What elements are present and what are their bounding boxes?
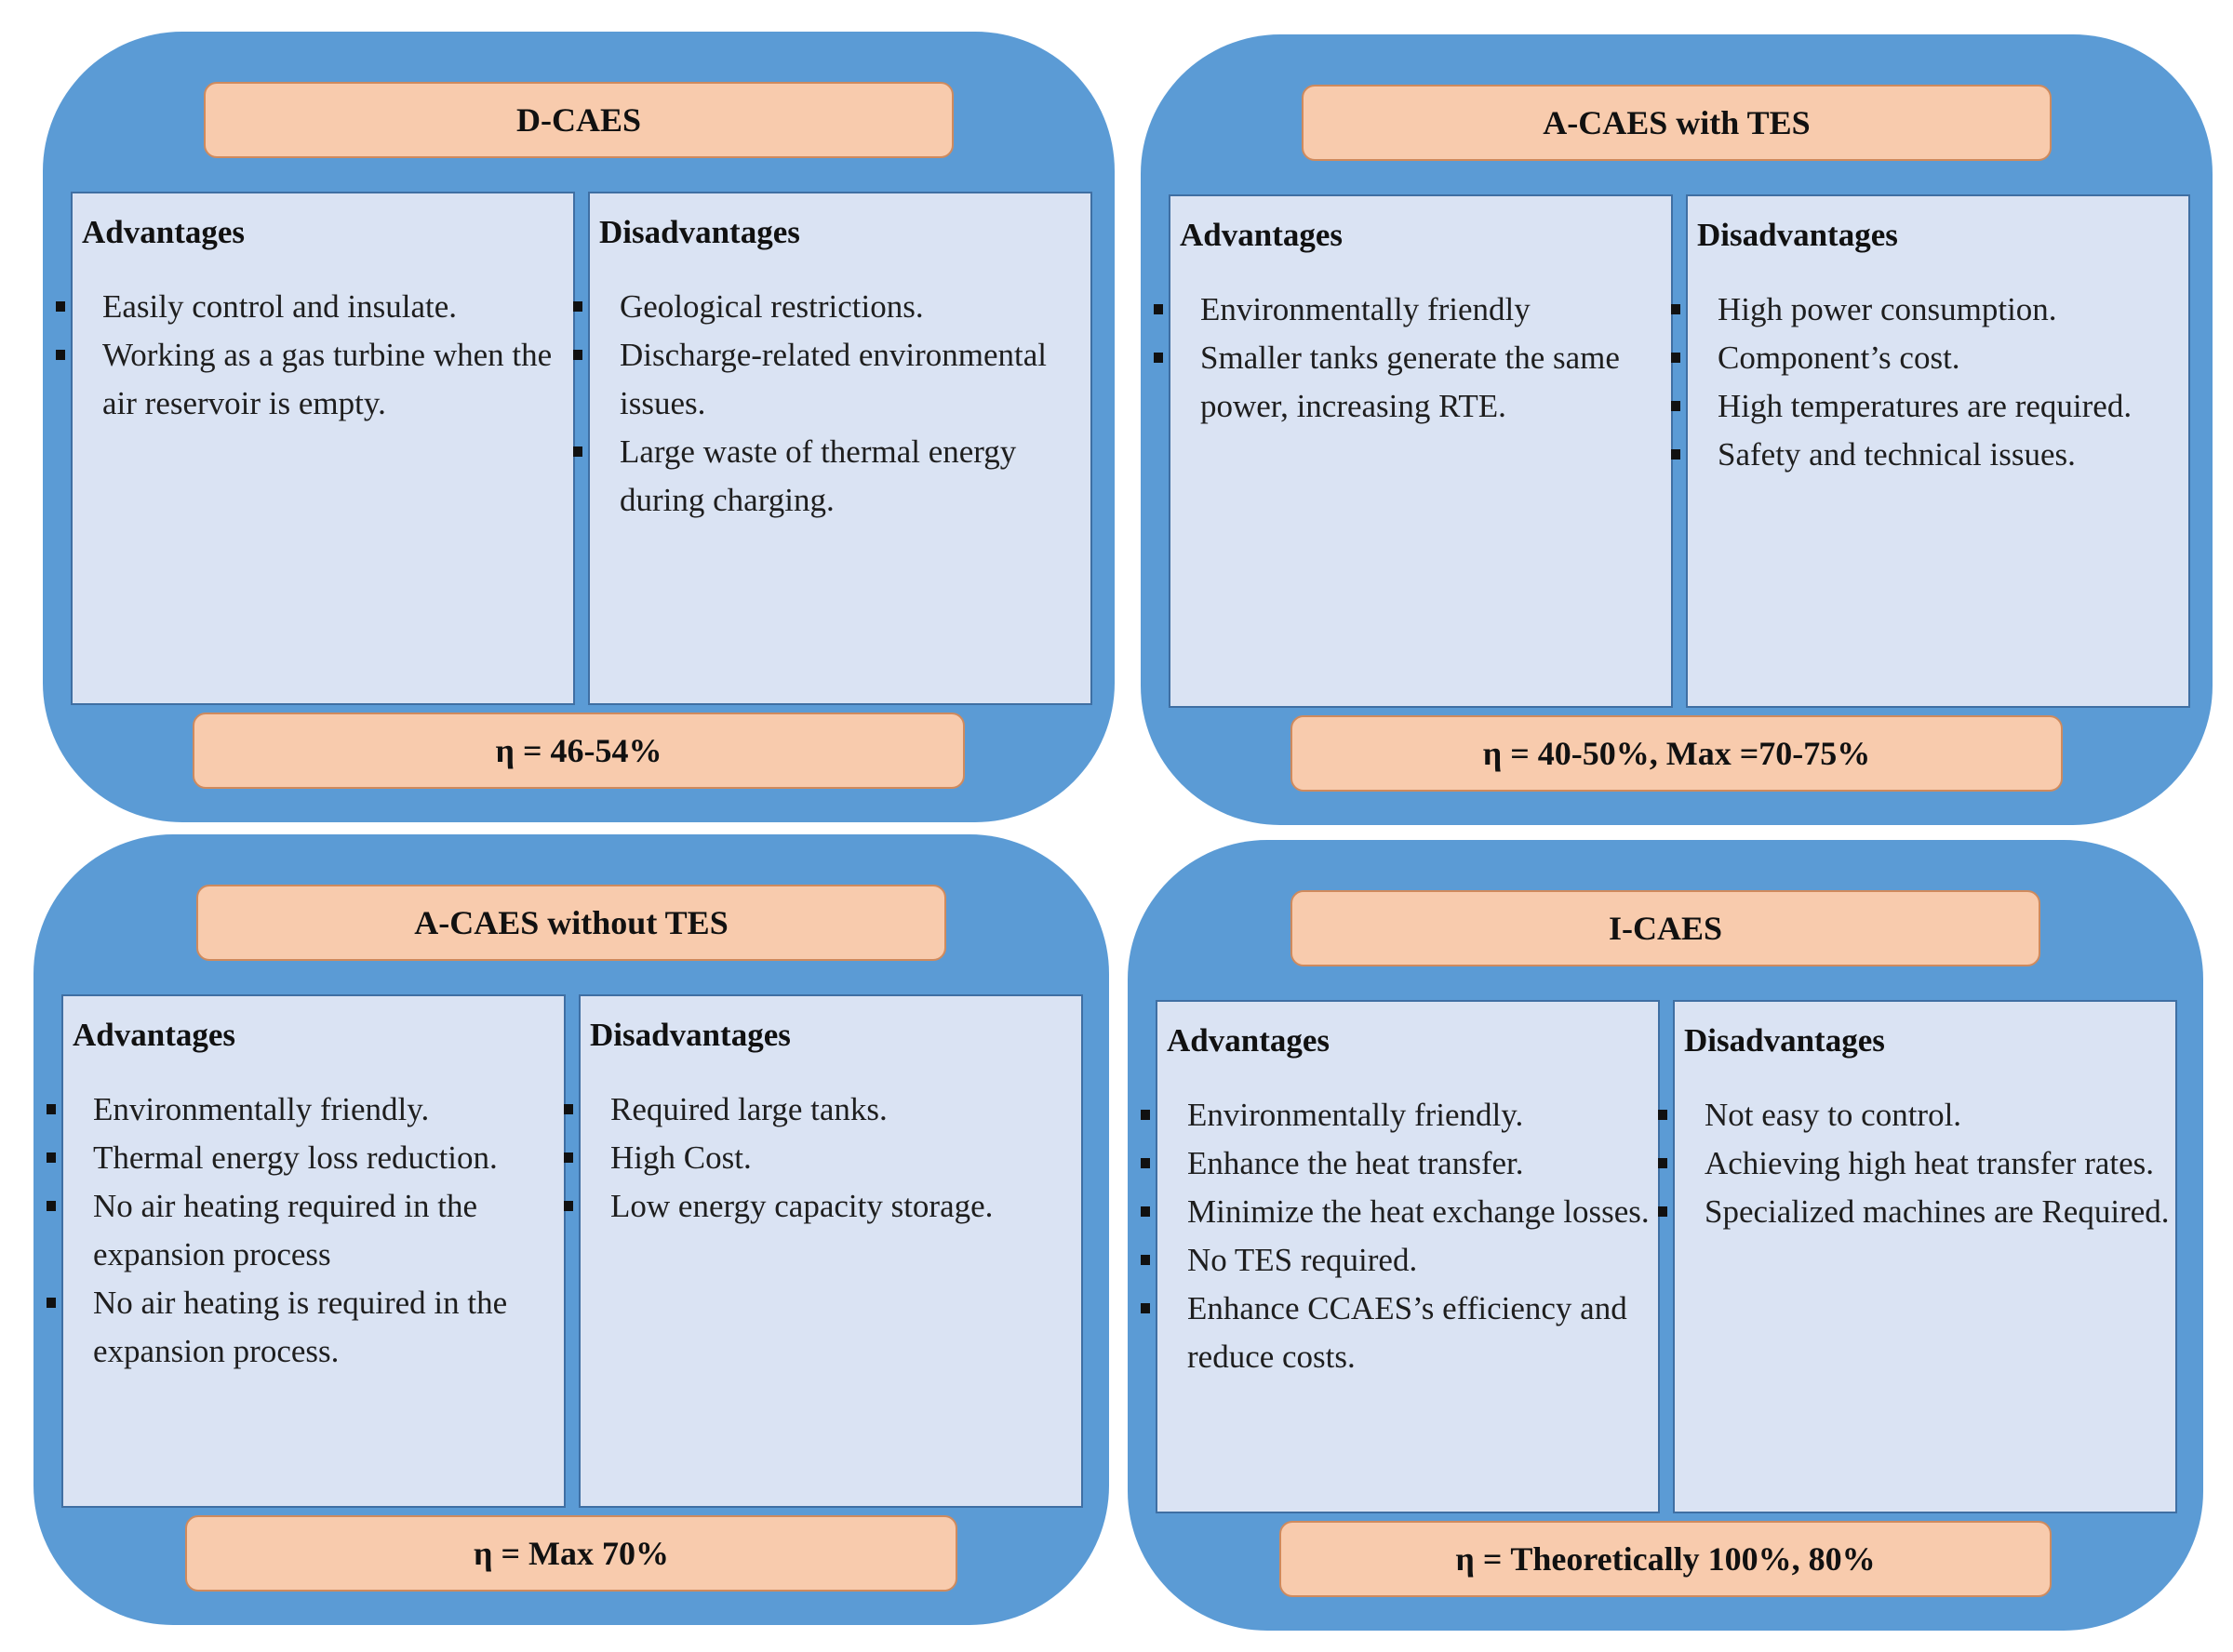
advantages-box: Advantages Environmentally friendly. The… <box>47 994 566 1508</box>
disadvantages-heading: Disadvantages <box>1684 1022 1885 1059</box>
advantages-box: Advantages Easily control and insulate. … <box>56 192 575 705</box>
disadvantages-box: Disadvantages Not easy to control. Achie… <box>1658 1000 2177 1513</box>
advantages-heading: Advantages <box>1180 217 1344 253</box>
list-item: Environmentally friendly <box>1154 286 1671 334</box>
list-item: Specialized machines are Required. <box>1658 1188 2175 1236</box>
disadvantages-heading: Disadvantages <box>1697 217 1898 253</box>
advantages-list: Easily control and insulate. Working as … <box>56 283 573 428</box>
disadvantages-box: Disadvantages High power consumption. Co… <box>1671 194 2190 708</box>
list-item: Easily control and insulate. <box>56 283 573 331</box>
advantages-heading: Advantages <box>1167 1022 1330 1059</box>
panel-title: A-CAES without TES <box>196 885 946 961</box>
list-item: Safety and technical issues. <box>1671 431 2188 479</box>
list-item: No air heating is required in the expans… <box>47 1279 564 1376</box>
list-item: Required large tanks. <box>564 1086 1081 1134</box>
advantages-box: Advantages Environmentally friendly Smal… <box>1154 194 1673 708</box>
advantages-heading: Advantages <box>82 214 246 250</box>
disadvantages-heading: Disadvantages <box>599 214 800 250</box>
list-item: Low energy capacity storage. <box>564 1182 1081 1231</box>
disadvantages-list: High power consumption. Component’s cost… <box>1671 286 2188 479</box>
advantages-list: Environmentally friendly. Enhance the he… <box>1141 1091 1658 1381</box>
efficiency-label: η = Theoretically 100%, 80% <box>1279 1521 2052 1597</box>
list-item: High Cost. <box>564 1134 1081 1182</box>
list-item: High temperatures are required. <box>1671 382 2188 431</box>
list-item: Environmentally friendly. <box>1141 1091 1658 1139</box>
list-item: No air heating required in the expansion… <box>47 1182 564 1279</box>
disadvantages-list: Geological restrictions. Discharge-relat… <box>573 283 1090 525</box>
list-item: Enhance CCAES’s efficiency and reduce co… <box>1141 1285 1658 1381</box>
panel-d-caes: D-CAES Advantages Easily control and ins… <box>43 32 1115 822</box>
list-item: Environmentally friendly. <box>47 1086 564 1134</box>
list-item: Achieving high heat transfer rates. <box>1658 1139 2175 1188</box>
list-item: Thermal energy loss reduction. <box>47 1134 564 1182</box>
list-item: Large waste of thermal energy during cha… <box>573 428 1090 525</box>
disadvantages-list: Required large tanks. High Cost. Low ene… <box>564 1086 1081 1231</box>
efficiency-label: η = Max 70% <box>185 1515 957 1592</box>
list-item: No TES required. <box>1141 1236 1658 1285</box>
list-item: Smaller tanks generate the same power, i… <box>1154 334 1671 431</box>
advantages-list: Environmentally friendly Smaller tanks g… <box>1154 286 1671 431</box>
efficiency-label: η = 46-54% <box>193 713 965 789</box>
panel-a-caes-without-tes: A-CAES without TES Advantages Environmen… <box>33 834 1109 1625</box>
disadvantages-box: Disadvantages Geological restrictions. D… <box>573 192 1092 705</box>
advantages-list: Environmentally friendly. Thermal energy… <box>47 1086 564 1376</box>
disadvantages-list: Not easy to control. Achieving high heat… <box>1658 1091 2175 1236</box>
list-item: Minimize the heat exchange losses. <box>1141 1188 1658 1236</box>
panel-a-caes-with-tes: A-CAES with TES Advantages Environmental… <box>1141 34 2213 825</box>
list-item: Geological restrictions. <box>573 283 1090 331</box>
efficiency-label: η = 40-50%, Max =70-75% <box>1290 715 2063 792</box>
advantages-heading: Advantages <box>73 1017 236 1053</box>
list-item: Enhance the heat transfer. <box>1141 1139 1658 1188</box>
list-item: Discharge-related environmental issues. <box>573 331 1090 428</box>
panel-i-caes: I-CAES Advantages Environmentally friend… <box>1128 840 2203 1631</box>
panel-title: I-CAES <box>1290 890 2040 966</box>
disadvantages-box: Disadvantages Required large tanks. High… <box>564 994 1083 1508</box>
list-item: High power consumption. <box>1671 286 2188 334</box>
panel-title: D-CAES <box>204 82 954 158</box>
list-item: Not easy to control. <box>1658 1091 2175 1139</box>
list-item: Component’s cost. <box>1671 334 2188 382</box>
advantages-box: Advantages Environmentally friendly. Enh… <box>1141 1000 1660 1513</box>
list-item: Working as a gas turbine when the air re… <box>56 331 573 428</box>
disadvantages-heading: Disadvantages <box>590 1017 791 1053</box>
panel-title: A-CAES with TES <box>1302 85 2052 161</box>
